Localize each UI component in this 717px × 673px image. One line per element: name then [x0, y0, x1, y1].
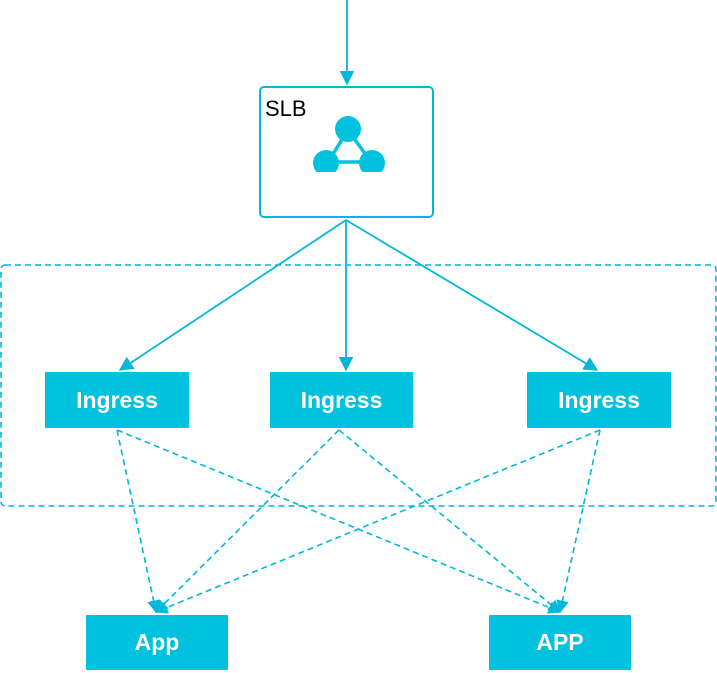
edge-ingress-1-app-1: [116, 429, 160, 614]
ingress-cluster-boundary: [0, 264, 717, 507]
ingress-node-1[interactable]: Ingress: [45, 372, 189, 428]
load-balancer-icon: [313, 116, 385, 172]
edge-ingress-3-app-2: [556, 429, 601, 614]
app-label: APP: [536, 629, 584, 655]
ingress-node-2[interactable]: Ingress: [270, 372, 413, 428]
ingress-label: Ingress: [558, 386, 640, 413]
edge-ingress-2-app-1: [155, 429, 340, 613]
app-node-1[interactable]: App: [86, 615, 228, 670]
ingress-label: Ingress: [76, 386, 158, 413]
app-label: App: [134, 629, 180, 655]
ingress-node-3[interactable]: Ingress: [527, 372, 671, 428]
slb-node[interactable]: SLB: [259, 86, 434, 218]
edge-ingress-1-app-2: [116, 429, 562, 614]
edge-ingress-3-app-1: [154, 429, 601, 614]
slb-label: SLB: [265, 96, 307, 121]
edge-slb-ingress-3: [345, 219, 599, 371]
ingress-label: Ingress: [300, 386, 383, 413]
edge-slb-ingress-1: [118, 219, 347, 371]
edge-ingress-2-app-2: [338, 429, 561, 613]
app-node-2[interactable]: APP: [489, 615, 631, 670]
